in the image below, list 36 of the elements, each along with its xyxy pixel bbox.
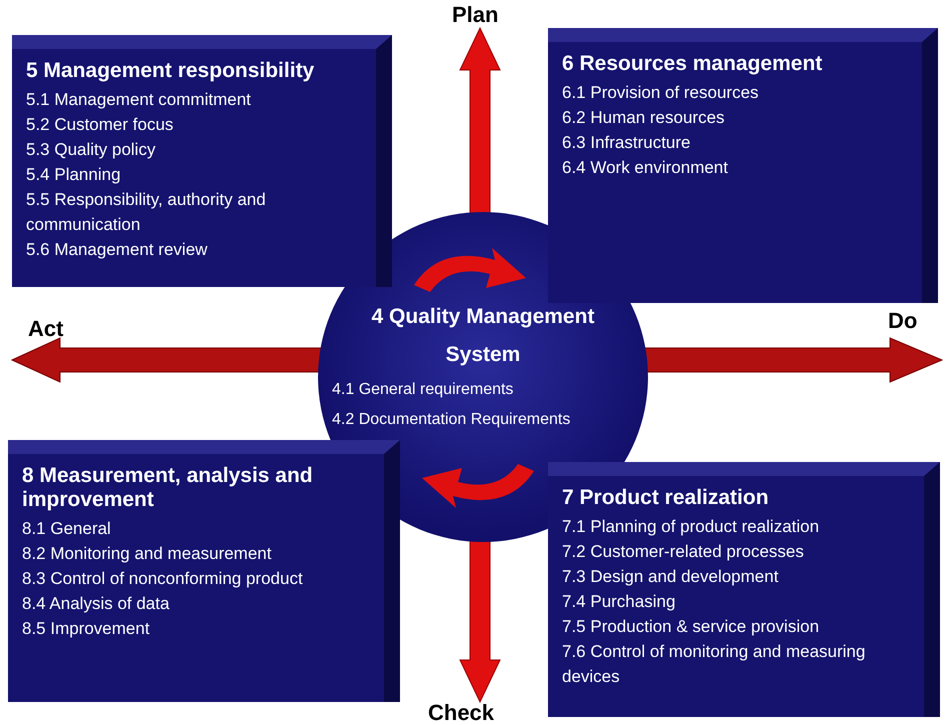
clause-item: 8.1 General — [22, 518, 112, 540]
clause-item: 7.4 Purchasing — [562, 591, 676, 613]
clause-item: 7.3 Design and development — [562, 566, 780, 588]
clause-item: 8.3 Control of nonconforming product — [22, 568, 304, 590]
section-panel — [12, 35, 392, 287]
clause-item: 5.5 Responsibility, authority and communication — [26, 189, 267, 236]
phase-label: Act — [28, 316, 64, 342]
section-panel — [8, 440, 400, 702]
clause-item: 6.2 Human resources — [562, 107, 726, 129]
section-panel — [548, 462, 940, 717]
section-heading: 8 Measurement, analysis and improvement — [22, 464, 314, 512]
clause-item: 8.4 Analysis of data — [22, 593, 170, 615]
section-heading: 7 Product realization — [562, 486, 770, 510]
clause-item: 6.4 Work environment — [562, 157, 729, 179]
clause-item: 5.1 Management commitment — [26, 89, 252, 111]
clause-item: 7.2 Customer-related processes — [562, 541, 805, 563]
clause-item: 7.6 Control of monitoring and measuring devices — [562, 641, 866, 688]
section-panel — [548, 28, 938, 303]
clause-item: 6.3 Infrastructure — [562, 132, 692, 154]
clause-item: 6.1 Provision of resources — [562, 82, 760, 104]
clause-item: 8.5 Improvement — [22, 618, 151, 640]
clause-item: 5.3 Quality policy — [26, 139, 156, 161]
clause-item: 4.1 General requirements — [332, 380, 514, 400]
clause-item: 7.5 Production & service provision — [562, 616, 820, 638]
clause-item: 7.1 Planning of product realization — [562, 516, 820, 538]
phase-label: Check — [428, 700, 494, 725]
section-heading: 5 Management responsibility — [26, 59, 316, 83]
section-heading: 4 Quality Management System — [370, 304, 596, 368]
clause-item: 8.2 Monitoring and measurement — [22, 543, 272, 565]
clause-item: 5.6 Management review — [26, 239, 208, 261]
clause-item: 5.2 Customer focus — [26, 114, 174, 136]
clause-item: 5.4 Planning — [26, 164, 122, 186]
phase-label: Do — [888, 308, 918, 334]
clause-item: 4.2 Documentation Requirements — [332, 410, 570, 430]
section-heading: 6 Resources management — [562, 52, 824, 76]
phase-label: Plan — [452, 2, 498, 28]
